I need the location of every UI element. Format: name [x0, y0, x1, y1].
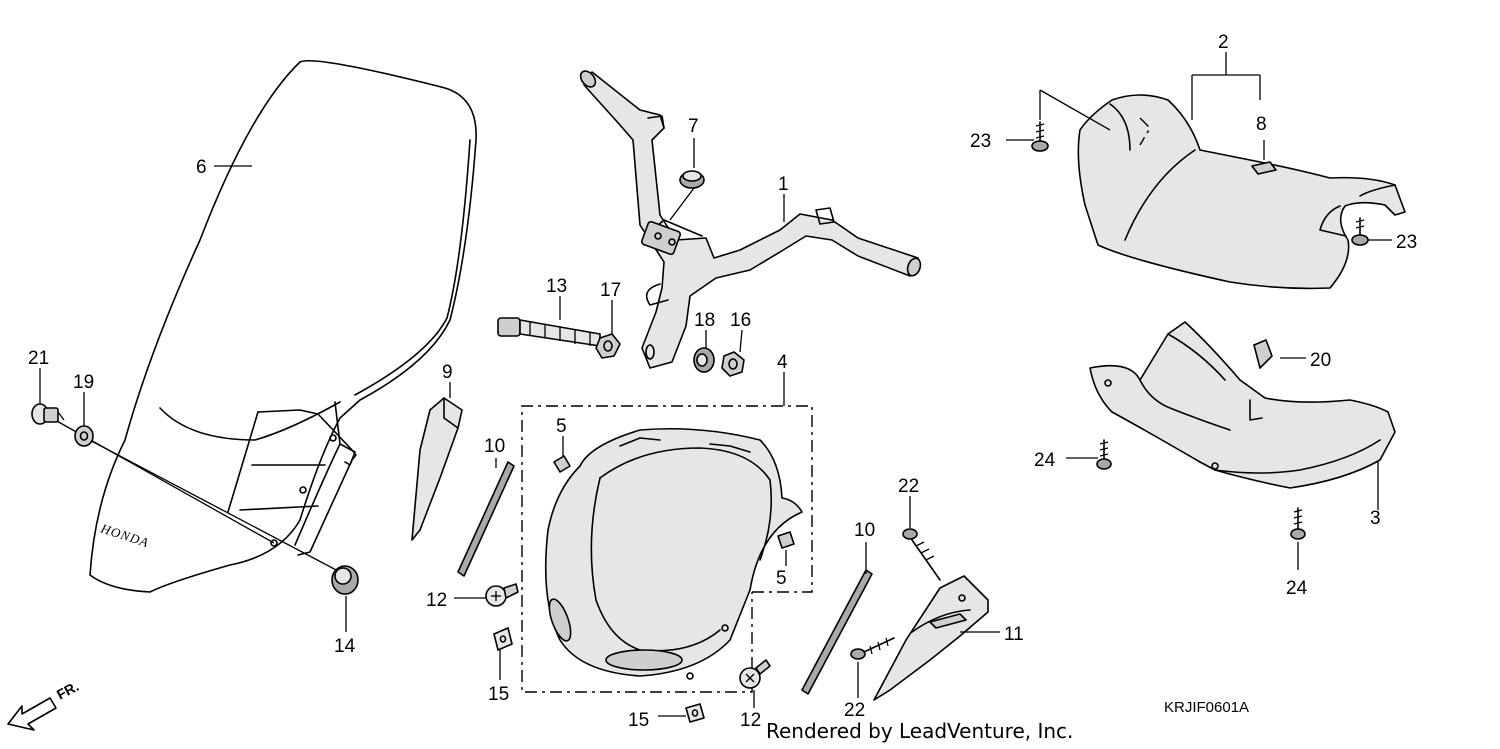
callout-1: 1	[778, 174, 789, 195]
clip-nut-15-bottom[interactable]	[685, 703, 705, 723]
strip-10-left[interactable]	[457, 461, 515, 577]
screw-23-right[interactable]	[1351, 217, 1369, 246]
callout-23-right: 23	[1396, 232, 1417, 253]
rubber-7[interactable]	[669, 170, 705, 221]
nut-16[interactable]	[721, 351, 745, 377]
callout-13: 13	[546, 276, 567, 297]
garnish-9[interactable]	[411, 397, 463, 541]
callout-12-left: 12	[426, 590, 447, 611]
handlebar-rear-cover[interactable]	[1089, 321, 1396, 489]
direction-label: FR.	[54, 678, 81, 703]
callout-23-left: 23	[970, 131, 991, 152]
callout-7: 7	[688, 116, 699, 137]
callout-15-bottom: 15	[628, 710, 649, 731]
callout-5-top: 5	[556, 416, 567, 437]
callout-10-right: 10	[854, 520, 875, 541]
screw-12-left[interactable]	[485, 583, 519, 607]
callout-24-left: 24	[1034, 450, 1056, 471]
bolt-13[interactable]	[497, 317, 601, 347]
screw-24-bottom[interactable]	[1290, 507, 1306, 540]
callout-4: 4	[777, 352, 788, 373]
callout-8: 8	[1256, 114, 1267, 135]
callout-21: 21	[28, 348, 49, 369]
callout-24-bottom: 24	[1286, 578, 1308, 599]
clip-5-top[interactable]	[553, 455, 571, 473]
callout-22-bottom: 22	[844, 700, 865, 721]
callout-11: 11	[1004, 624, 1024, 645]
callout-16: 16	[730, 310, 751, 331]
washer-19[interactable]	[74, 425, 94, 447]
grommet-14[interactable]	[331, 565, 359, 595]
diagram-code: KRJIF0601A	[1164, 699, 1249, 716]
callout-9: 9	[442, 362, 453, 383]
panel-11[interactable]	[873, 575, 989, 701]
assembly-4-box	[521, 405, 813, 693]
screw-12-bottom[interactable]	[739, 659, 771, 689]
handlebar-front-cover[interactable]	[1077, 94, 1406, 290]
front-cover-4[interactable]	[544, 427, 803, 680]
clip-20[interactable]	[1253, 339, 1273, 369]
callout-18: 18	[694, 310, 715, 331]
clip-nut-15-top[interactable]	[493, 627, 513, 651]
callout-15-top: 15	[488, 684, 509, 705]
callout-5-right: 5	[776, 568, 787, 589]
nut-17[interactable]	[595, 333, 621, 359]
callout-3: 3	[1370, 508, 1381, 529]
callout-10-left: 10	[484, 436, 505, 457]
screw-21[interactable]	[31, 403, 65, 425]
windscreen-brand: HONDA	[98, 520, 151, 550]
strip-10-right[interactable]	[801, 569, 873, 695]
front-direction-arrow: FR.	[7, 678, 81, 731]
callout-12-bottom: 12	[740, 710, 761, 731]
clip-8[interactable]	[1251, 140, 1277, 175]
screw-22-top[interactable]	[902, 528, 941, 581]
callout-6: 6	[196, 157, 207, 178]
collar-18[interactable]	[693, 347, 715, 373]
callout-20: 20	[1310, 350, 1331, 371]
clip-5-right[interactable]	[777, 531, 795, 549]
callout-19: 19	[73, 372, 94, 393]
screw-23-left[interactable]	[1031, 121, 1049, 152]
render-credit: Rendered by LeadVenture, Inc.	[766, 719, 1073, 743]
callout-17: 17	[600, 280, 621, 301]
screw-24-left[interactable]	[1096, 439, 1112, 470]
callout-22-top: 22	[898, 476, 919, 497]
screw-22-bottom[interactable]	[850, 637, 895, 660]
handlebar[interactable]	[578, 68, 923, 369]
callout-14: 14	[334, 636, 356, 657]
callout-2: 2	[1218, 32, 1229, 53]
